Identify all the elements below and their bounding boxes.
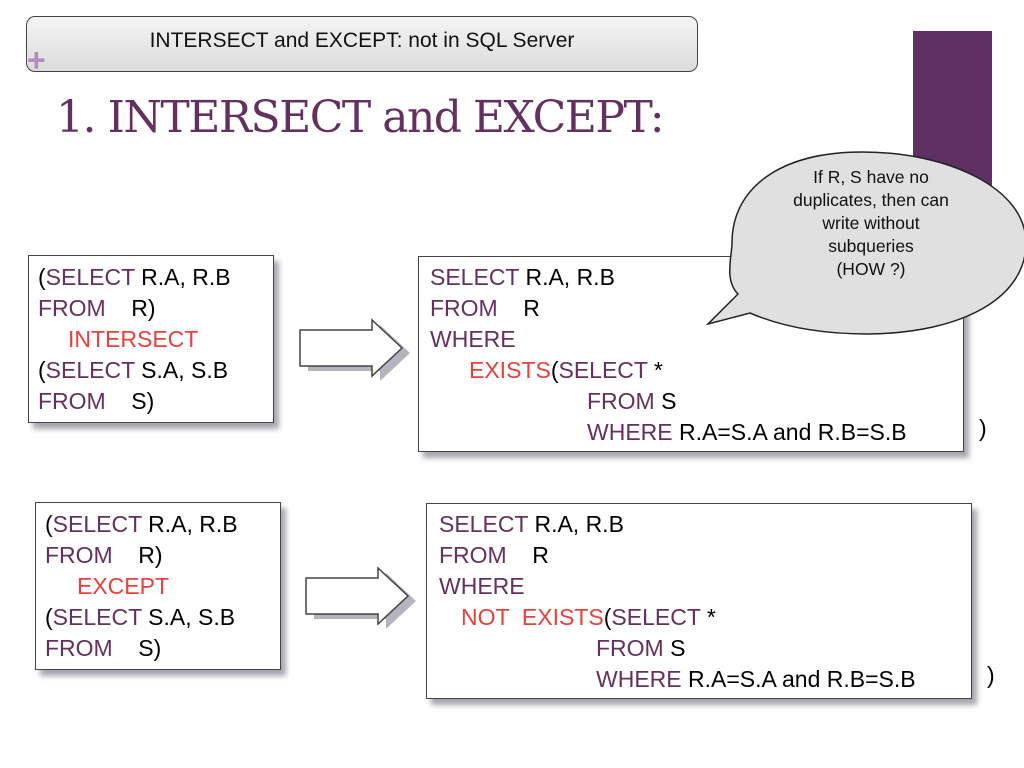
code-line: WHERE R.A=S.A and R.B=S.B: [587, 419, 907, 445]
slide-header-text: INTERSECT and EXCEPT: not in SQL Server: [149, 29, 575, 52]
code-line: (SELECT S.A, S.B: [38, 357, 229, 383]
code-line: FROM S: [596, 635, 686, 661]
code-line: EXISTS(SELECT *: [469, 357, 663, 383]
code-line: SELECT R.A, R.B: [430, 264, 615, 290]
closing-paren: ): [979, 415, 987, 441]
code-line: FROM S: [587, 388, 677, 414]
except-operator: EXCEPT: [77, 573, 170, 599]
slide-header-box: INTERSECT and EXCEPT: not in SQL Server: [26, 16, 698, 72]
closing-paren: ): [987, 662, 995, 688]
code-line: WHERE: [430, 326, 516, 352]
code-line: WHERE: [439, 573, 525, 599]
code-line: SELECT R.A, R.B: [439, 511, 624, 537]
code-line: FROM R: [439, 542, 549, 568]
code-line: (SELECT R.A, R.B: [45, 511, 238, 537]
intersect-operator: INTERSECT: [68, 326, 199, 352]
right-arrow-icon: [299, 318, 410, 381]
speech-bubble: [705, 151, 1024, 335]
code-line: FROM S): [45, 635, 162, 661]
code-line: WHERE R.A=S.A and R.B=S.B: [596, 666, 916, 692]
slide-title: 1. INTERSECT and EXCEPT:: [56, 92, 665, 143]
code-line: (SELECT S.A, S.B: [45, 604, 236, 630]
code-line: FROM R): [45, 542, 163, 568]
not-exists-operator: NOT EXISTS: [461, 604, 604, 630]
intersect-query-box: (SELECT R.A, R.B FROM R) INTERSECT (SELE…: [28, 255, 274, 423]
exists-operator: EXISTS: [469, 357, 551, 383]
speech-bubble-text: If R, S have no duplicates, then can wri…: [793, 167, 949, 279]
code-line: (SELECT R.A, R.B: [38, 264, 231, 290]
plus-icon: +: [27, 42, 46, 78]
not-exists-rewrite-box: SELECT R.A, R.B FROM R WHERE NOT EXISTS(…: [426, 503, 972, 699]
code-line: INTERSECT: [38, 324, 273, 355]
code-line: FROM R: [430, 295, 540, 321]
code-line: FROM S): [38, 388, 155, 414]
code-line: EXCEPT: [45, 571, 280, 602]
right-arrow-icon: [305, 566, 416, 629]
code-line: NOT EXISTS(SELECT *: [461, 604, 716, 630]
except-query-box: (SELECT R.A, R.B FROM R) EXCEPT (SELECT …: [35, 502, 281, 670]
code-line: FROM R): [38, 295, 156, 321]
